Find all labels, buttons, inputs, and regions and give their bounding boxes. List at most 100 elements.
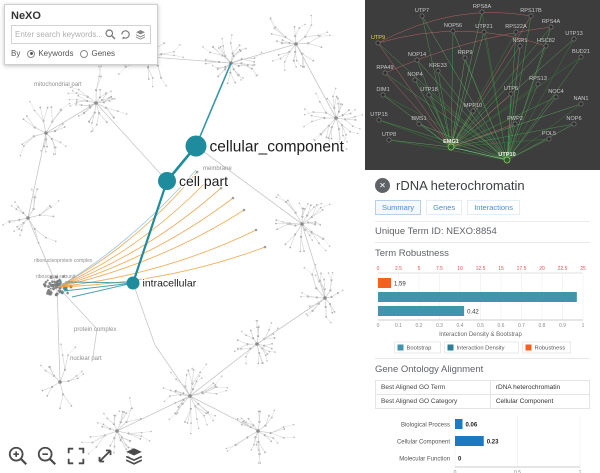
gene-label-NAN1: NAN1	[574, 96, 589, 102]
ontology-minor-label: protein complex	[74, 327, 116, 333]
fit-to-screen-button[interactable]	[64, 444, 88, 468]
ontology-minor-label: nuclear part	[70, 356, 102, 362]
gene-node-NOC4[interactable]	[553, 94, 559, 100]
zoom-in-icon	[8, 446, 28, 466]
search-mode-row: By Keywords Genes	[11, 49, 151, 58]
gene-node-UTP21[interactable]	[481, 29, 487, 35]
layers-stack-icon	[125, 448, 143, 465]
gene-node-RPS8A[interactable]	[479, 9, 485, 15]
ontology-label-intracellular: intracellular	[143, 278, 197, 290]
radio-keywords[interactable]: Keywords	[27, 49, 73, 58]
gene-node-NOP14[interactable]	[414, 57, 420, 63]
gene-node-NOP4[interactable]	[412, 77, 418, 83]
gene-node-RPA49[interactable]	[382, 70, 388, 76]
gene-node-UTP7[interactable]	[419, 13, 425, 19]
gene-label-BMS1: BMS1	[411, 116, 426, 122]
gene-node-RPS17B[interactable]	[528, 13, 534, 19]
svg-text:0: 0	[458, 457, 462, 463]
svg-text:2.5: 2.5	[395, 266, 402, 272]
gene-node-PWP2[interactable]	[512, 121, 518, 127]
gene-label-EMG1: EMG1	[443, 139, 459, 145]
svg-text:Biological Process: Biological Process	[401, 423, 450, 429]
svg-text:Cellular Component: Cellular Component	[397, 440, 450, 446]
gene-node-KRE33[interactable]	[435, 68, 441, 74]
svg-text:0.06: 0.06	[466, 423, 478, 429]
gene-node-NOP6[interactable]	[571, 121, 577, 127]
svg-text:1: 1	[582, 323, 585, 329]
gene-node-UTP9[interactable]	[375, 40, 381, 46]
gene-node-UTP18[interactable]	[426, 92, 432, 98]
gene-node-NOP56[interactable]	[450, 28, 456, 34]
gene-node-UTP13[interactable]	[571, 36, 577, 42]
zoom-in-button[interactable]	[6, 444, 30, 468]
svg-text:17.5: 17.5	[517, 266, 527, 272]
gene-node-MPP10[interactable]	[470, 108, 476, 114]
svg-text:Interaction Density: Interaction Density	[457, 346, 505, 352]
gene-label-HSC82: HSC82	[537, 38, 555, 44]
ontology-node-cellular-component[interactable]	[185, 135, 207, 157]
gene-node-NAN1[interactable]	[578, 101, 584, 107]
gene-label-RPS13: RPS13	[529, 76, 547, 82]
gene-label-UTP10: UTP10	[498, 152, 515, 158]
gene-label-RRP9: RRP9	[458, 50, 473, 56]
go-category-value-cell: Cellular Component	[489, 394, 591, 409]
svg-text:20: 20	[539, 266, 545, 272]
gene-node-POL5[interactable]	[546, 136, 552, 142]
gene-node-UTP15[interactable]	[376, 117, 382, 123]
tab-genes[interactable]: Genes	[426, 200, 463, 215]
radio-genes-label: Genes	[91, 49, 116, 58]
tab-interactions[interactable]: Interactions	[467, 200, 520, 215]
unique-term-id-label: Unique Term ID:	[375, 226, 444, 237]
gene-label-RPS17B: RPS17B	[520, 8, 542, 14]
ontology-label-cell-part: cell part	[179, 173, 228, 189]
ontology-node-cell-part[interactable]	[158, 172, 176, 190]
ontology-minor-label: ribosomal subunit	[36, 274, 76, 280]
zoom-out-button[interactable]	[35, 444, 59, 468]
gene-node-UTP8[interactable]	[386, 137, 392, 143]
ontology-label-cellular-component: cellular_component	[210, 138, 345, 155]
gene-node-EMG1[interactable]	[447, 143, 455, 151]
unique-term-id-value: NEXO:8854	[446, 226, 497, 237]
svg-text:Molecular Function: Molecular Function	[399, 457, 450, 463]
gene-node-RPS13[interactable]	[535, 81, 541, 87]
search-input[interactable]	[15, 30, 102, 39]
radio-genes[interactable]: Genes	[80, 49, 115, 58]
gene-node-DIM1[interactable]	[380, 92, 386, 98]
table-row: Best Aligned GO Category Cellular Compon…	[375, 394, 591, 409]
search-icon[interactable]	[104, 28, 117, 41]
section-go-alignment: Gene Ontology Alignment	[375, 358, 590, 378]
zoom-out-icon	[37, 446, 57, 466]
gene-node-RPS4A[interactable]	[548, 24, 554, 30]
gene-label-MPP10: MPP10	[464, 103, 482, 109]
refresh-icon[interactable]	[119, 28, 132, 41]
expand-arrows-button[interactable]	[93, 444, 117, 468]
layers-icon[interactable]	[134, 28, 147, 41]
gene-node-NSR1[interactable]	[517, 43, 523, 49]
svg-text:0.7: 0.7	[518, 323, 525, 329]
gene-node-BUD21[interactable]	[578, 54, 584, 60]
term-title: rDNA heterochromatin	[396, 178, 525, 193]
gene-label-UTP15: UTP15	[370, 112, 387, 118]
svg-text:Robustness: Robustness	[535, 346, 566, 352]
layers-button[interactable]	[122, 444, 146, 468]
gene-label-UTP18: UTP18	[420, 87, 437, 93]
gene-node-BMS1[interactable]	[416, 121, 422, 127]
svg-text:0: 0	[454, 470, 457, 473]
go-category-label-cell: Best Aligned GO Category	[375, 394, 491, 409]
gene-label-UTP13: UTP13	[565, 31, 582, 37]
zoom-controls	[6, 444, 146, 468]
gene-node-RPS22A[interactable]	[513, 29, 519, 35]
ontology-canvas[interactable]: mitochondrial partmembraneribonucleoprot…	[0, 0, 365, 473]
gene-node-RRP9[interactable]	[462, 55, 468, 61]
svg-text:0.8: 0.8	[539, 323, 546, 329]
tab-summary[interactable]: Summary	[375, 200, 422, 215]
gene-node-HSC82[interactable]	[543, 43, 549, 49]
svg-text:Bootstrap: Bootstrap	[407, 346, 432, 352]
gene-node-UTP6[interactable]	[508, 91, 514, 97]
close-icon[interactable]: ✕	[375, 178, 390, 193]
gene-node-UTP10[interactable]	[503, 156, 511, 164]
ontology-node-intracellular[interactable]	[126, 276, 140, 290]
